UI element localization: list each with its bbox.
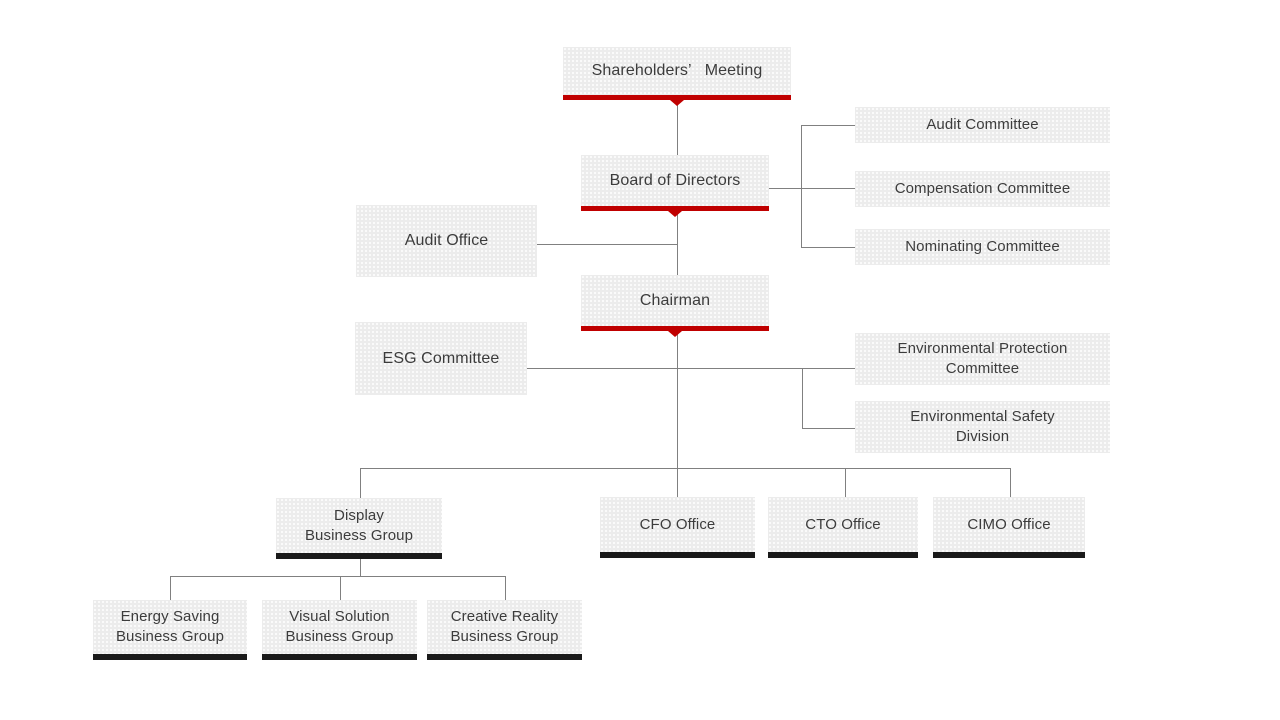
node-creative-reality-business-group: Creative Reality Business Group [427, 600, 582, 660]
connector-nominating-committee [801, 247, 855, 248]
connector-shareholders-board [677, 100, 678, 156]
node-board-of-directors: Board of Directors [581, 155, 769, 217]
red-arrow-down-icon [670, 100, 684, 106]
connector-audit-office [537, 244, 677, 245]
node-cimo-office: CIMO Office [933, 497, 1085, 558]
connector-energy-drop [170, 576, 171, 600]
cimo-office-label: CIMO Office [967, 515, 1051, 533]
chairman-label: Chairman [639, 291, 711, 309]
node-display-business-group: Display Business Group [276, 498, 442, 559]
compensation-committee-label: Compensation Committee [894, 180, 1071, 198]
board-of-directors-label: Board of Directors [609, 171, 741, 189]
energy-saving-business-group-label: Energy Saving Business Group [115, 608, 225, 645]
audit-office-label: Audit Office [404, 232, 489, 250]
connector-env-bracket [802, 368, 803, 428]
connector-esg-env-protection [527, 368, 855, 369]
connector-creative-drop [505, 576, 506, 600]
connector-audit-committee [801, 125, 855, 126]
node-esg-committee: ESG Committee [355, 322, 527, 395]
node-visual-solution-business-group: Visual Solution Business Group [262, 600, 417, 660]
connector-display-sub [360, 559, 361, 576]
node-audit-office: Audit Office [356, 205, 537, 277]
environmental-safety-division-label: Environmental Safety Division [910, 408, 1055, 445]
red-arrow-down-icon [668, 211, 682, 217]
connector-chairman-down [677, 330, 678, 499]
node-energy-saving-business-group: Energy Saving Business Group [93, 600, 247, 660]
node-nominating-committee: Nominating Committee [855, 229, 1110, 265]
connector-board-compensation [769, 188, 855, 189]
connector-sub-horizontal [170, 576, 505, 577]
node-cto-office: CTO Office [768, 497, 918, 558]
connector-committee-bracket [801, 125, 802, 247]
node-environmental-safety-division: Environmental Safety Division [855, 401, 1110, 453]
node-cfo-office: CFO Office [600, 497, 755, 558]
node-chairman: Chairman [581, 275, 769, 337]
display-business-group-label: Display Business Group [304, 506, 414, 544]
creative-reality-business-group-label: Creative Reality Business Group [450, 608, 559, 645]
nominating-committee-label: Nominating Committee [905, 238, 1060, 256]
red-arrow-down-icon [668, 331, 682, 337]
node-audit-committee: Audit Committee [855, 107, 1110, 143]
node-shareholders-meeting: Shareholders’ Meeting [563, 47, 791, 106]
audit-committee-label: Audit Committee [926, 116, 1039, 134]
connector-board-chairman [677, 210, 678, 275]
environmental-protection-committee-label: Environmental Protection Committee [897, 340, 1068, 377]
connector-env-safety [802, 428, 855, 429]
cfo-office-label: CFO Office [639, 515, 716, 533]
esg-committee-label: ESG Committee [382, 349, 500, 367]
shareholders-meeting-label: Shareholders’ Meeting [591, 62, 763, 80]
cto-office-label: CTO Office [805, 515, 881, 533]
node-environmental-protection-committee: Environmental Protection Committee [855, 333, 1110, 385]
connector-display-drop [360, 468, 361, 498]
connector-main-horizontal [360, 468, 1010, 469]
visual-solution-business-group-label: Visual Solution Business Group [285, 608, 394, 645]
connector-visual-drop [340, 576, 341, 600]
connector-cimo-drop [1010, 468, 1011, 497]
node-compensation-committee: Compensation Committee [855, 171, 1110, 207]
connector-cto-drop [845, 468, 846, 497]
